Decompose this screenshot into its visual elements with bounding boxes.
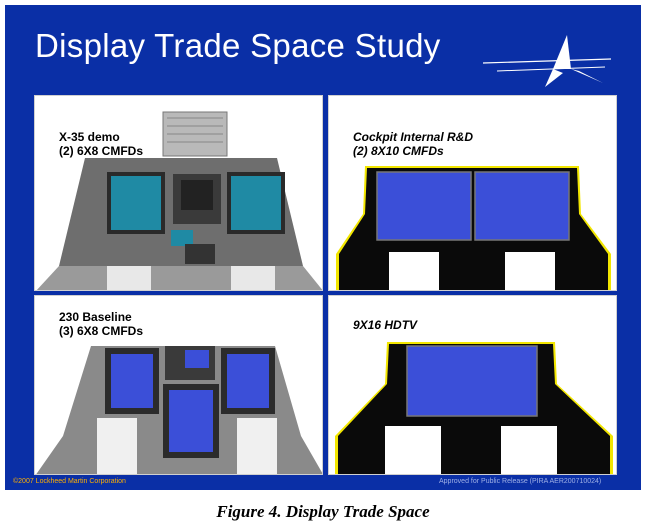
slide: Display Trade Space Study (5, 5, 641, 490)
panel-x35-line2: (2) 6X8 CMFDs (59, 144, 144, 158)
figure-caption: Figure 4. Display Trade Space (216, 502, 430, 521)
panel-cockpit-internal-rd: Cockpit Internal R&D (2) 8X10 CMFDs (328, 95, 617, 291)
slide-title: Display Trade Space Study (35, 27, 441, 64)
panel-9x16-hdtv: 9X16 HDTV (328, 295, 617, 475)
panel-230-baseline: 230 Baseline (3) 6X8 CMFDs (34, 295, 323, 475)
footer-copyright: ©2007 Lockheed Martin Corporation (13, 478, 126, 485)
panel-x35-line1: X-35 demo (59, 130, 120, 144)
x35-cockpit-image (35, 96, 322, 290)
panel-hdtv-line1: 9X16 HDTV (353, 318, 418, 332)
panel-baseline-line1: 230 Baseline (59, 310, 132, 324)
panel-x35-demo: X-35 demo (2) 6X8 CMFDs (34, 95, 323, 291)
rd-console-image (336, 166, 611, 290)
hdtv-console-image (335, 342, 613, 474)
lockheed-star-logo-icon (483, 35, 612, 87)
panel-baseline-line2: (3) 6X8 CMFDs (59, 324, 144, 338)
panel-rd-line1: Cockpit Internal R&D (353, 130, 474, 144)
footer-release: Approved for Public Release (PIRA AER200… (439, 478, 602, 485)
baseline-cockpit-image (36, 346, 322, 474)
panel-rd-line2: (2) 8X10 CMFDs (353, 144, 444, 158)
